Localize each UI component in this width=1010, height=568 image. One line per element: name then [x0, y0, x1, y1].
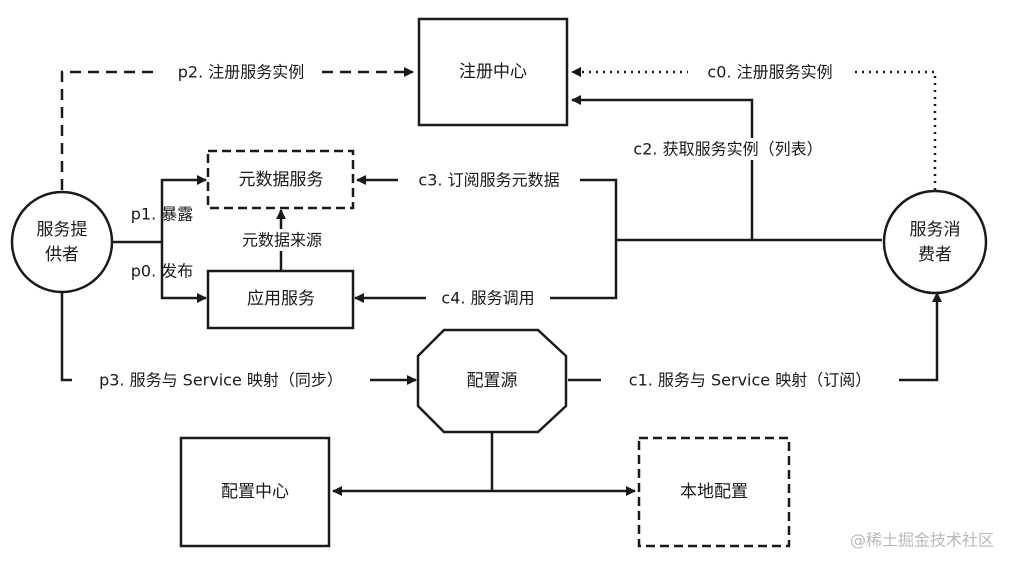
registry-node [417, 17, 569, 127]
config-center-node [179, 436, 331, 548]
watermark: @稀土掘金技术社区 [850, 531, 994, 550]
app-service-node [206, 269, 355, 330]
c3-label: c3. 订阅服务元数据 [418, 171, 559, 190]
c2-label: c2. 获取服务实例（列表） [633, 140, 822, 159]
edge-p1 [160, 175, 207, 242]
config-source-node [416, 328, 568, 434]
consumer-node [882, 189, 988, 295]
metadata-service-label: 元数据服务 [239, 170, 324, 190]
c4-label: c4. 服务调用 [441, 289, 534, 308]
p1-label: p1. 暴露 [131, 205, 194, 224]
metadata-service-node [206, 149, 355, 210]
provider-label-line2: 供者 [45, 245, 79, 265]
consumer-label-line1: 服务消 [910, 220, 961, 240]
p0-label: p0. 发布 [131, 262, 194, 281]
p2-label: p2. 注册服务实例 [178, 63, 305, 82]
app-service-label: 应用服务 [247, 289, 315, 309]
config-source-label: 配置源 [467, 371, 518, 391]
local-config-node [637, 436, 791, 548]
config-center-label: 配置中心 [221, 482, 289, 502]
c0-label: c0. 注册服务实例 [707, 63, 832, 82]
edge-c2 [571, 95, 754, 240]
provider-label-line1: 服务提 [37, 220, 88, 240]
edge-c0 [571, 67, 937, 190]
provider-node [10, 190, 114, 294]
c1-label: c1. 服务与 Service 映射（订阅） [629, 371, 871, 390]
consumer-label-line2: 费者 [918, 245, 952, 265]
edge-p0 [160, 242, 207, 303]
registry-label: 注册中心 [459, 62, 527, 82]
p3-label: p3. 服务与 Service 映射（同步） [99, 371, 343, 390]
edge-c1 [568, 292, 942, 382]
metadata-source-label: 元数据来源 [242, 231, 322, 250]
local-config-label: 本地配置 [680, 482, 748, 502]
